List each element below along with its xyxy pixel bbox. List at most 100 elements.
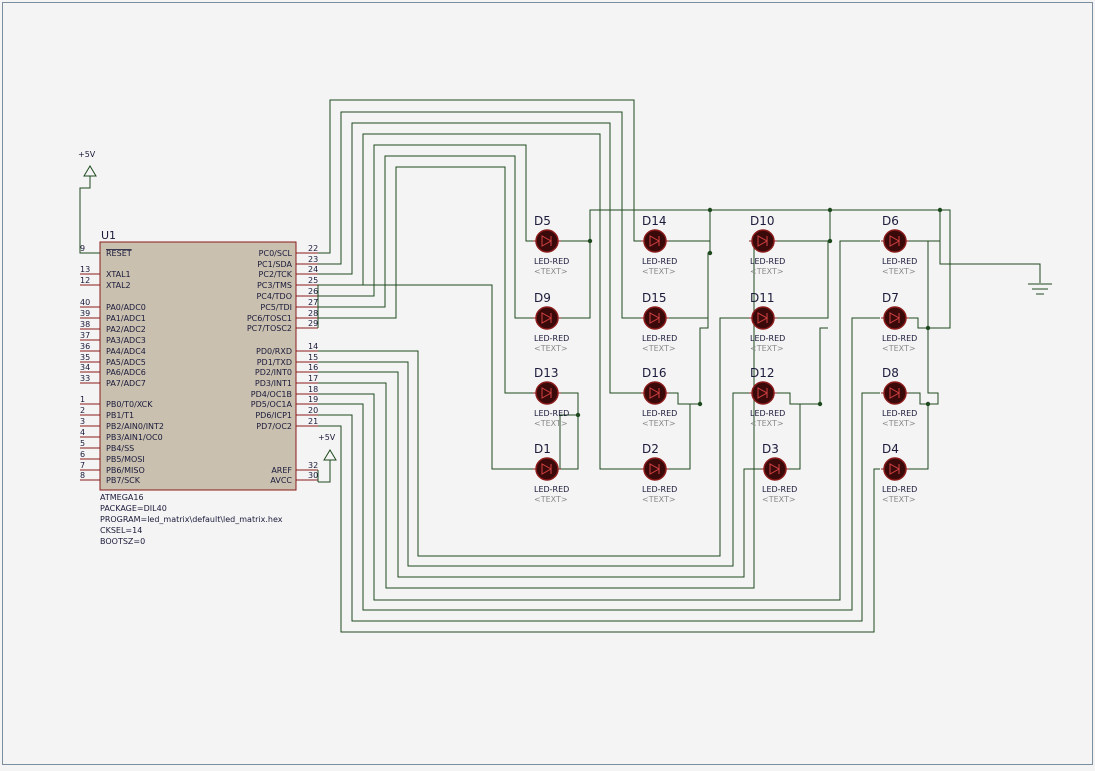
led-reference: D13 <box>534 366 559 380</box>
diode-icon <box>889 312 901 324</box>
power-terminal-reset[interactable]: +5V <box>78 150 100 254</box>
wire <box>668 318 709 405</box>
prop-package: PACKAGE=DIL40 <box>100 504 167 513</box>
diode-icon <box>541 387 553 399</box>
led-body <box>763 457 787 481</box>
led-matrix[interactable]: D5LED-RED<TEXT>D14LED-RED<TEXT>D10LED-RE… <box>533 214 917 504</box>
pin-name: PC2/TCK <box>259 270 293 279</box>
led-reference: D12 <box>750 366 775 380</box>
pin-name: PA4/ADC4 <box>106 347 146 356</box>
pin-name: PB4/SS <box>106 444 134 453</box>
wire <box>318 317 880 611</box>
pin-name: PA5/ADC5 <box>106 358 146 367</box>
diode-icon <box>649 235 661 247</box>
wire <box>906 210 941 242</box>
diode-icon <box>769 463 781 475</box>
junction-dot <box>707 250 713 256</box>
junction-dot <box>827 207 833 213</box>
wire <box>317 284 534 470</box>
wire <box>318 144 534 297</box>
microcontroller-u1[interactable]: U1 9RESET13XTAL112XTAL240PA0/ADC039PA1/A… <box>80 229 318 546</box>
wire <box>788 403 820 470</box>
wire <box>318 425 880 633</box>
wire <box>776 210 831 242</box>
pin-name: PA2/ADC2 <box>106 325 146 334</box>
prop-program: PROGRAM=led_matrix\default\led_matrix.he… <box>100 515 283 524</box>
led-reference: D8 <box>882 366 899 380</box>
led-body <box>535 457 559 481</box>
wire <box>906 404 929 470</box>
pin-name: PA6/ADC6 <box>106 368 146 377</box>
pin-number: 4 <box>80 428 85 437</box>
power-terminal-avcc[interactable]: +5V <box>317 433 337 483</box>
led-reference: D9 <box>534 291 551 305</box>
wire <box>318 460 331 483</box>
led-text-placeholder: <TEXT> <box>882 419 916 428</box>
wire <box>906 328 939 405</box>
led-body <box>883 229 907 253</box>
led-type: LED-RED <box>534 257 569 266</box>
wire <box>318 155 534 319</box>
diode-icon <box>757 235 769 247</box>
led-reference: D1 <box>534 442 551 456</box>
diode-icon <box>889 387 901 399</box>
wire <box>559 392 579 470</box>
pin-name: XTAL1 <box>106 270 131 279</box>
pin-number: 18 <box>308 385 318 394</box>
pin-number: 35 <box>80 353 90 362</box>
led-reference: D6 <box>882 214 899 228</box>
led-reference: D16 <box>642 366 667 380</box>
pin-number: 27 <box>308 298 318 307</box>
pin-name: PC1/SDA <box>257 260 292 269</box>
diode-icon <box>541 312 553 324</box>
pin-number: 16 <box>308 363 318 372</box>
junction-dot <box>697 401 703 407</box>
led-type: LED-RED <box>642 485 677 494</box>
led-type: LED-RED <box>642 409 677 418</box>
led-reference: D10 <box>750 214 775 228</box>
led-type: LED-RED <box>534 334 569 343</box>
wire-group <box>317 99 951 633</box>
power-arrow-icon <box>83 165 97 177</box>
pin-name: PD4/OC1B <box>251 390 292 399</box>
led-text-placeholder: <TEXT> <box>750 344 784 353</box>
led-body <box>643 229 667 253</box>
junction-dot <box>817 401 823 407</box>
wire <box>318 99 642 254</box>
led-body <box>643 306 667 330</box>
pin-name: PB2/AIN0/INT2 <box>106 422 164 431</box>
diode-icon <box>541 463 553 475</box>
wire <box>668 403 700 470</box>
pin-name: PC3/TMS <box>257 281 292 290</box>
prop-bootsz: BOOTSZ=0 <box>100 537 145 546</box>
led-text-placeholder: <TEXT> <box>882 344 916 353</box>
pin-number: 1 <box>80 395 85 404</box>
